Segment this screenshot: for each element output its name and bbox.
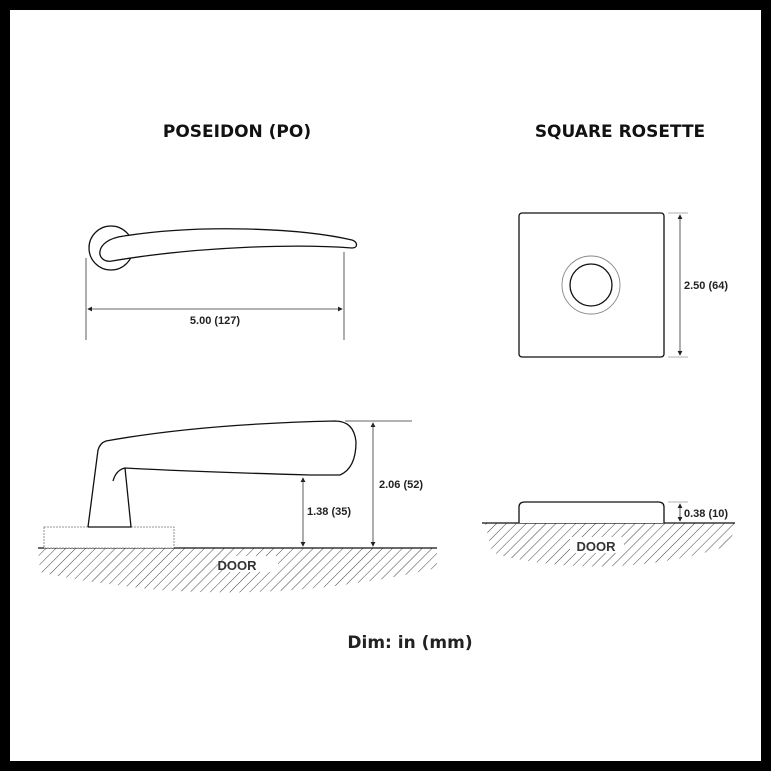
lever-projection-label: 2.06 (52) bbox=[379, 479, 423, 491]
square-rosette-side bbox=[518, 501, 665, 523]
rosette-thickness-label: 0.38 (10) bbox=[684, 508, 728, 520]
rosette-thickness-dimension bbox=[668, 501, 688, 522]
rosette-size-dimension bbox=[668, 212, 688, 358]
left-title: POSEIDON (PO) bbox=[163, 122, 311, 142]
lever-length-label: 5.00 (127) bbox=[190, 315, 240, 327]
rosette-size-label: 2.50 (64) bbox=[684, 280, 728, 292]
door-label-right: DOOR bbox=[577, 539, 617, 554]
lever-clearance-label: 1.38 (35) bbox=[307, 506, 351, 518]
lever-side-view bbox=[87, 420, 357, 528]
units-note: Dim: in (mm) bbox=[347, 633, 472, 653]
door-label-left: DOOR bbox=[218, 558, 258, 573]
square-rosette-front bbox=[518, 212, 665, 358]
lever-height-dimensions bbox=[300, 420, 412, 547]
lever-top-view bbox=[88, 225, 358, 271]
right-title: SQUARE ROSETTE bbox=[535, 122, 705, 142]
lever-length-dimension bbox=[85, 252, 345, 340]
drawing-canvas bbox=[10, 10, 761, 761]
